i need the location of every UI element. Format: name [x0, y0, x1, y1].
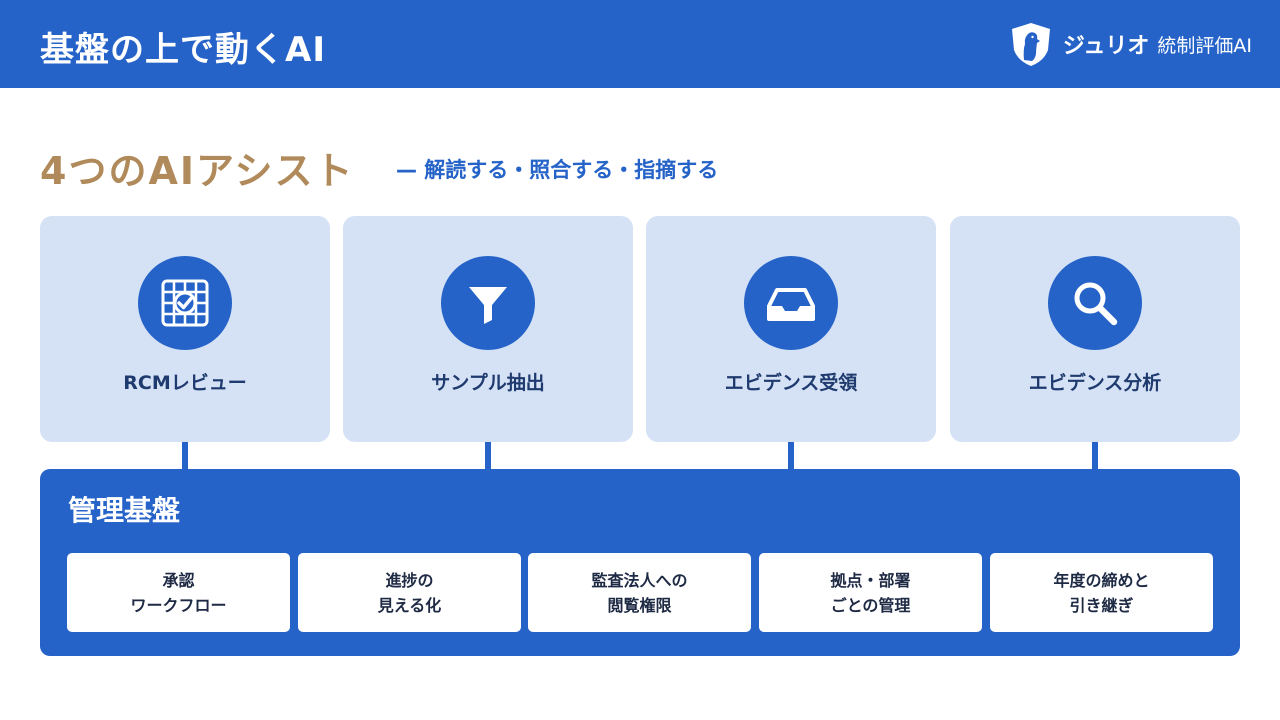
brand-name: ジュリオ — [1062, 34, 1150, 59]
filter-icon — [441, 256, 535, 350]
feature-line: 拠点・部署 — [830, 570, 911, 590]
feature-year-close-handover: 年度の締めと 引き継ぎ — [990, 553, 1213, 632]
grid-check-icon — [138, 256, 232, 350]
section-subtitle: — 解読する・照合する・指摘する — [396, 158, 719, 182]
management-platform-panel: 管理基盤 承認 ワークフロー 進捗の 見える化 監査法人への 閲覧権限 拠点・部… — [40, 469, 1240, 656]
connector-line — [182, 442, 188, 470]
section-title: 4つのAIアシスト — [40, 149, 355, 193]
feature-progress-visibility: 進捗の 見える化 — [298, 553, 521, 632]
assist-card-label: RCMレビュー — [123, 372, 247, 394]
assist-card-evidence-analysis: エビデンス分析 — [950, 216, 1240, 442]
seal-shield-icon — [1011, 23, 1050, 66]
feature-auditor-access: 監査法人への 閲覧権限 — [528, 553, 751, 632]
page-title: 基盤の上で動くAI — [40, 30, 326, 70]
assist-card-label: エビデンス分析 — [1028, 372, 1162, 394]
feature-approval-workflow: 承認 ワークフロー — [67, 553, 290, 632]
magnifier-icon — [1048, 256, 1142, 350]
header-bar: 基盤の上で動くAI ジュリオ 統制評価AI — [0, 0, 1280, 88]
connector-line — [485, 442, 491, 470]
feature-line: 閲覧権限 — [607, 595, 672, 615]
feature-line: 年度の締めと — [1053, 570, 1150, 590]
inbox-tray-icon — [744, 256, 838, 350]
assist-card-label: エビデンス受領 — [724, 372, 858, 394]
connector-line — [788, 442, 794, 470]
assist-card-rcm-review: RCMレビュー — [40, 216, 330, 442]
feature-line: 進捗の — [385, 570, 434, 590]
assist-card-evidence-receipt: エビデンス受領 — [646, 216, 936, 442]
connector-line — [1092, 442, 1098, 470]
feature-site-department-management: 拠点・部署 ごとの管理 — [759, 553, 982, 632]
feature-line: ごとの管理 — [830, 595, 911, 615]
assist-card-sample-extraction: サンプル抽出 — [343, 216, 633, 442]
brand-logo-group: ジュリオ 統制評価AI — [1007, 20, 1252, 68]
assist-card-label: サンプル抽出 — [431, 372, 545, 394]
feature-line: 見える化 — [377, 595, 442, 615]
platform-title: 管理基盤 — [68, 494, 181, 527]
brand-subtitle: 統制評価AI — [1157, 34, 1252, 57]
feature-line: ワークフロー — [130, 595, 227, 615]
feature-line: 引き継ぎ — [1069, 595, 1134, 615]
feature-line: 監査法人への — [591, 570, 688, 590]
feature-line: 承認 — [162, 570, 195, 590]
